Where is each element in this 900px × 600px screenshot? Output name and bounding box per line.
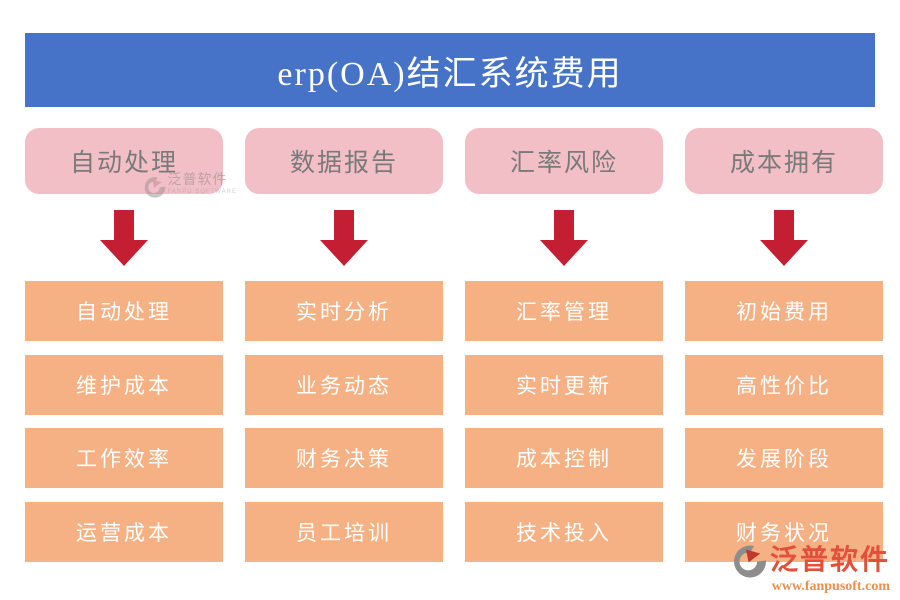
arrow-zone — [685, 194, 883, 281]
feature-label: 业务动态 — [296, 373, 392, 398]
brand-name: 泛普软件 — [769, 544, 890, 576]
feature-label: 实时更新 — [516, 373, 612, 398]
feature-box: 技术投入 — [465, 501, 663, 562]
arrow-stem — [774, 209, 794, 240]
title-banner: erp(OA)结汇系统费用 — [25, 33, 875, 107]
brand-url: www.fanpusoft.com — [771, 578, 890, 594]
feature-box: 财务决策 — [245, 428, 443, 488]
category-header-label: 汇率风险 — [509, 150, 618, 177]
down-arrow-icon — [760, 209, 808, 266]
feature-label: 财务状况 — [736, 520, 832, 545]
arrow-zone — [25, 194, 223, 281]
feature-box: 财务状况 — [685, 501, 883, 562]
category-header-label: 自动处理 — [69, 150, 178, 177]
arrow-head — [760, 239, 808, 266]
feature-box: 发展阶段 — [685, 428, 883, 488]
feature-label: 汇率管理 — [516, 300, 612, 324]
feature-box: 自动处理 — [25, 281, 223, 341]
feature-box: 工作效率 — [25, 428, 223, 488]
down-arrow-icon — [320, 209, 368, 266]
arrow-head — [540, 239, 588, 266]
arrow-stem — [554, 209, 574, 240]
arrow-stem — [114, 209, 134, 240]
column-4: 成本拥有 初始费用 高性价比 发展阶段 财务状况 — [685, 128, 883, 562]
category-header-label: 成本拥有 — [729, 150, 838, 177]
feature-label: 工作效率 — [76, 447, 172, 471]
down-arrow-icon — [100, 209, 148, 266]
category-header: 汇率风险 — [465, 128, 663, 194]
category-header-label: 数据报告 — [289, 150, 398, 177]
feature-box: 运营成本 — [25, 501, 223, 562]
feature-label: 员工培训 — [296, 520, 392, 545]
feature-label: 运营成本 — [76, 520, 172, 545]
brand-watermark-row: 泛普软件 — [733, 544, 890, 578]
category-header: 数据报告 — [245, 128, 443, 194]
feature-label: 财务决策 — [296, 447, 392, 471]
column-3: 汇率风险 汇率管理 实时更新 成本控制 技术投入 — [465, 128, 663, 562]
feature-label: 维护成本 — [76, 373, 172, 398]
feature-label: 初始费用 — [736, 300, 832, 324]
arrow-stem — [334, 209, 354, 240]
feature-label: 高性价比 — [736, 373, 832, 398]
category-header: 自动处理 泛普软件 FANPU SOFTWARE — [25, 128, 236, 198]
brand-watermark: 泛普软件 www.fanpusoft.com — [733, 544, 890, 594]
feature-label: 成本控制 — [516, 447, 612, 471]
feature-box: 高性价比 — [685, 354, 883, 415]
feature-box: 员工培训 — [245, 501, 443, 562]
feature-box: 实时分析 — [245, 281, 443, 341]
feature-box: 业务动态 — [245, 354, 443, 415]
feature-label: 实时分析 — [296, 300, 392, 324]
fanpu-logo-icon — [734, 545, 767, 578]
category-header: 成本拥有 — [685, 128, 883, 194]
feature-box: 实时更新 — [465, 354, 663, 415]
feature-box: 维护成本 — [25, 354, 223, 415]
feature-box: 成本控制 — [465, 428, 663, 488]
arrow-zone — [245, 194, 443, 281]
column-1: 自动处理 泛普软件 FANPU SOFTWARE — [25, 128, 236, 562]
down-arrow-icon — [540, 209, 588, 266]
feature-box: 初始费用 — [685, 281, 883, 341]
feature-label: 技术投入 — [516, 520, 612, 545]
page-title: erp(OA)结汇系统费用 — [277, 55, 623, 93]
columns-grid: 自动处理 泛普软件 FANPU SOFTWARE — [25, 128, 883, 562]
arrow-head — [320, 239, 368, 266]
arrow-head — [100, 239, 148, 266]
arrow-zone — [465, 194, 663, 281]
column-2: 数据报告 实时分析 业务动态 财务决策 员工培训 — [245, 128, 443, 562]
feature-label: 发展阶段 — [736, 447, 832, 471]
feature-label: 自动处理 — [76, 300, 172, 324]
feature-box: 汇率管理 — [465, 281, 663, 341]
